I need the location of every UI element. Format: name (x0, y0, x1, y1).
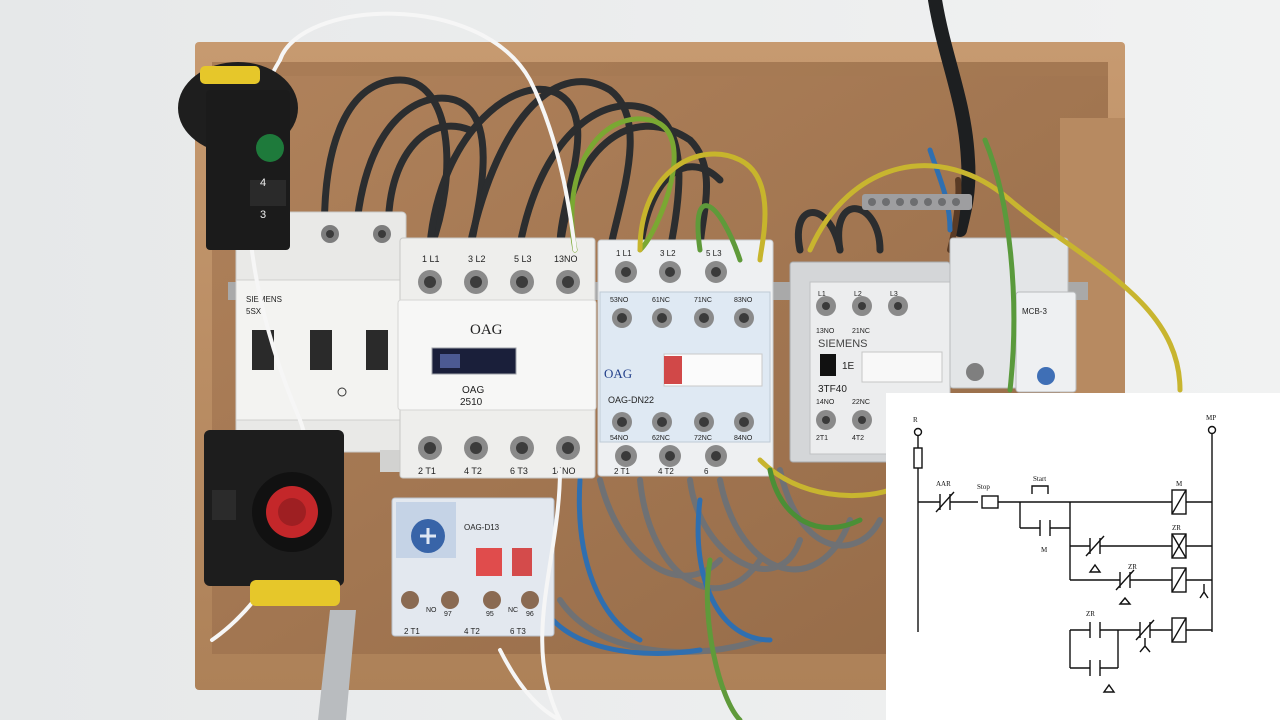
aux-contact-top-3: 71NC (694, 297, 712, 304)
relay-contact-bottom-2: 22NC (852, 399, 870, 406)
relay-contact-bottom-1: 14NO (816, 399, 835, 406)
main-bottom-terminal-3: 6 T3 (510, 466, 528, 476)
main-top-terminal-2: 3 L2 (468, 254, 486, 264)
main-contactor: 1 L1 3 L2 5 L3 13NO OAG OAG 2510 2 T1 4 … (397, 237, 597, 479)
overload-terminal-3: 6 T3 (510, 627, 526, 636)
blue-wires (537, 147, 953, 656)
aux-contact-top-1: 53NO (610, 297, 629, 304)
aux-contact-bottom-4: 84NO (734, 435, 753, 442)
main-top-terminal-1: 1 L1 (422, 254, 440, 264)
main-bottom-terminal-1: 2 T1 (418, 466, 436, 476)
aux-contact-top-2: 61NC (652, 297, 670, 304)
overload-label-3: 95 (486, 611, 494, 618)
schematic-label-zr-coil: ZR (1172, 524, 1181, 532)
main-top-terminal-4: 13NO (554, 254, 578, 264)
schematic-label-m-coil: M (1176, 480, 1183, 488)
aux-bottom-terminal-1: 2 T1 (614, 467, 630, 476)
aux-top-terminal-1: 1 L1 (616, 249, 632, 258)
relay-top-terminal-1: L1 (818, 291, 826, 298)
push-button-top: 4 3 (178, 62, 298, 250)
aux-contactor: 1 L1 3 L2 5 L3 53NO 61NC 71NC 83NO OAG O… (597, 239, 774, 477)
schematic-label-m-contact: M (1041, 546, 1048, 554)
aux-bottom-terminal-2: 4 T2 (658, 467, 674, 476)
aux-contactor-model: OAG-DN22 (608, 395, 654, 405)
overload-relay: OAG-D13 NO 97 95 NC 96 2 T1 4 T2 6 T3 (391, 497, 555, 637)
aux-contact-top-4: 83NO (734, 297, 753, 304)
overload-terminal-1: 2 T1 (404, 627, 420, 636)
overload-label-2: 97 (444, 611, 452, 618)
relay-contact-top-2: 21NC (852, 328, 870, 335)
overload-terminal-2: 4 T2 (464, 627, 480, 636)
breaker-brand: SIEMENS (246, 295, 282, 304)
relay-bottom-terminal-2: 4T2 (852, 435, 864, 442)
main-contactor-model-line1: OAG (462, 385, 484, 396)
aux-top-terminal-3: 5 L3 (706, 249, 722, 258)
schematic-label-aar: AAR (936, 480, 951, 488)
schematic-label-mp: MP (1206, 414, 1216, 422)
overload-label-4: NC (508, 607, 518, 614)
overload-model: OAG-D13 (464, 523, 500, 532)
breaker-code: 5SX (246, 307, 262, 316)
aux-contact-bottom-2: 62NC (652, 435, 670, 442)
timer-module: MCB-3 (949, 237, 1077, 393)
main-contactor-brand: OAG (470, 322, 503, 338)
aux-contact-bottom-3: 72NC (694, 435, 712, 442)
push-button-label-4: 4 (260, 177, 266, 189)
main-top-terminal-3: 5 L3 (514, 254, 532, 264)
main-contactor-model-line2: 2510 (460, 397, 483, 408)
grey-ribbon-cable (318, 610, 356, 720)
overload-label-1: NO (426, 607, 437, 614)
push-button-label-3: 3 (260, 209, 266, 221)
schematic-label-start: Start (1033, 475, 1046, 483)
terminal-strip (862, 194, 972, 210)
relay-top-terminal-3: L3 (890, 291, 898, 298)
main-bottom-terminal-4: 14NO (552, 466, 576, 476)
timer-label: MCB-3 (1022, 307, 1047, 316)
aux-top-terminal-2: 3 L2 (660, 249, 676, 258)
ladder-schematic: R MP AAR Stop Start M M (886, 393, 1280, 720)
earth-wires (569, 116, 1183, 720)
relay-contact-top-1: 13NO (816, 328, 835, 335)
schematic-label-r: R (913, 416, 918, 424)
relay-code: 1E (842, 361, 855, 372)
overload-label-5: 96 (526, 611, 534, 618)
schematic-label-zr-contact: ZR (1128, 563, 1137, 571)
aux-contactor-brand: OAG (604, 366, 632, 381)
aux-bottom-terminal-3: 6 (704, 467, 709, 476)
main-bottom-terminal-2: 4 T2 (464, 466, 482, 476)
schematic-label-zr-branch: ZR (1086, 610, 1095, 618)
push-button-bottom (204, 430, 344, 606)
relay-model: 3TF40 (818, 384, 847, 395)
relay-bottom-terminal-1: 2T1 (816, 435, 828, 442)
relay-brand: SIEMENS (818, 338, 868, 350)
aux-contact-bottom-1: 54NO (610, 435, 629, 442)
schematic-label-stop: Stop (977, 483, 990, 491)
relay-top-terminal-2: L2 (854, 291, 862, 298)
